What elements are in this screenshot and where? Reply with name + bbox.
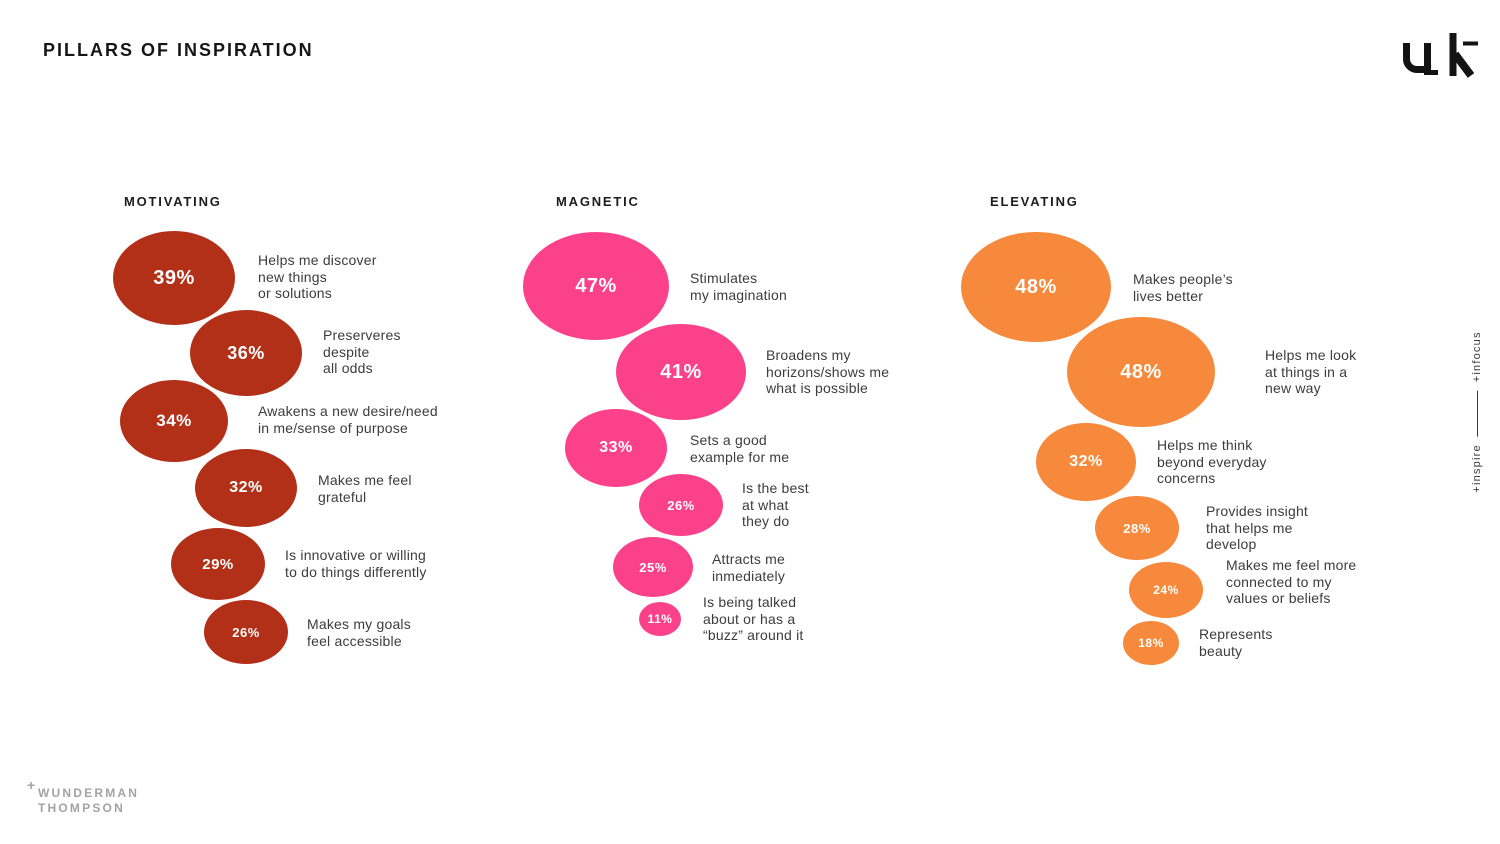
bubble-label-magnetic-25: Attracts me inmediately — [712, 551, 786, 584]
bubble-label-magnetic-11: Is being talked about or has a “buzz” ar… — [703, 594, 804, 643]
bubble-motivating-36: 36% — [190, 310, 302, 396]
group-header-magnetic: MAGNETIC — [556, 194, 640, 209]
footer-logo-line2: THOMPSON — [38, 801, 125, 815]
group-header-motivating: MOTIVATING — [124, 194, 222, 209]
side-brand-label: +inspire +infocus — [1471, 331, 1483, 492]
group-header-elevating: ELEVATING — [990, 194, 1079, 209]
bubble-label-elevating-24: Makes me feel more connected to my value… — [1226, 557, 1357, 606]
side-label-divider — [1476, 390, 1478, 437]
uk-logo — [1403, 33, 1478, 78]
bubble-magnetic-41: 41% — [616, 324, 746, 420]
bubble-magnetic-33: 33% — [565, 409, 667, 487]
bubble-label-elevating-32: Helps me think beyond everyday concerns — [1157, 437, 1267, 486]
bubble-elevating-32: 32% — [1036, 423, 1136, 501]
footer-logo-line1: WUNDERMAN — [38, 786, 140, 800]
bubble-magnetic-47: 47% — [523, 232, 669, 340]
page-title: PILLARS OF INSPIRATION — [43, 40, 314, 60]
bubble-motivating-29: 29% — [171, 528, 265, 600]
side-label-right: +infocus — [1471, 331, 1483, 383]
bubble-label-magnetic-41: Broadens my horizons/shows me what is po… — [766, 347, 890, 396]
bubble-label-magnetic-33: Sets a good example for me — [690, 432, 790, 465]
bubble-magnetic-25: 25% — [613, 537, 693, 597]
plus-icon: + — [27, 777, 36, 793]
bubble-elevating-28: 28% — [1095, 496, 1179, 560]
bubble-motivating-32: 32% — [195, 449, 297, 527]
bubble-motivating-26: 26% — [204, 600, 288, 664]
bubble-motivating-39: 39% — [113, 231, 235, 325]
bubble-label-motivating-34: Awakens a new desire/need in me/sense of… — [258, 403, 438, 436]
side-label-left: +inspire — [1471, 444, 1483, 493]
bubble-elevating-48: 48% — [1067, 317, 1215, 427]
bubble-label-elevating-48: Makes people’s lives better — [1133, 271, 1233, 304]
bubble-magnetic-11: 11% — [639, 602, 681, 636]
bubble-elevating-48: 48% — [961, 232, 1111, 342]
bubble-label-elevating-28: Provides insight that helps me develop — [1206, 503, 1309, 552]
bubble-elevating-24: 24% — [1129, 562, 1203, 618]
bubble-label-motivating-32: Makes me feel grateful — [318, 472, 412, 505]
bubble-label-motivating-36: Preserveres despite all odds — [323, 327, 401, 376]
bubble-label-motivating-29: Is innovative or willing to do things di… — [285, 547, 427, 580]
bubble-label-magnetic-47: Stimulates my imagination — [690, 270, 787, 303]
bubble-elevating-18: 18% — [1123, 621, 1179, 665]
bubble-motivating-34: 34% — [120, 380, 228, 462]
bubble-label-elevating-48: Helps me look at things in a new way — [1265, 347, 1357, 396]
bubble-magnetic-26: 26% — [639, 474, 723, 536]
wunderman-thompson-logo: + WUNDERMAN THOMPSON — [27, 777, 139, 816]
bubble-label-motivating-39: Helps me discover new things or solution… — [258, 252, 377, 301]
bubble-label-motivating-26: Makes my goals feel accessible — [307, 616, 411, 649]
bubble-label-elevating-18: Represents beauty — [1199, 626, 1273, 659]
bubble-label-magnetic-26: Is the best at what they do — [742, 480, 809, 529]
